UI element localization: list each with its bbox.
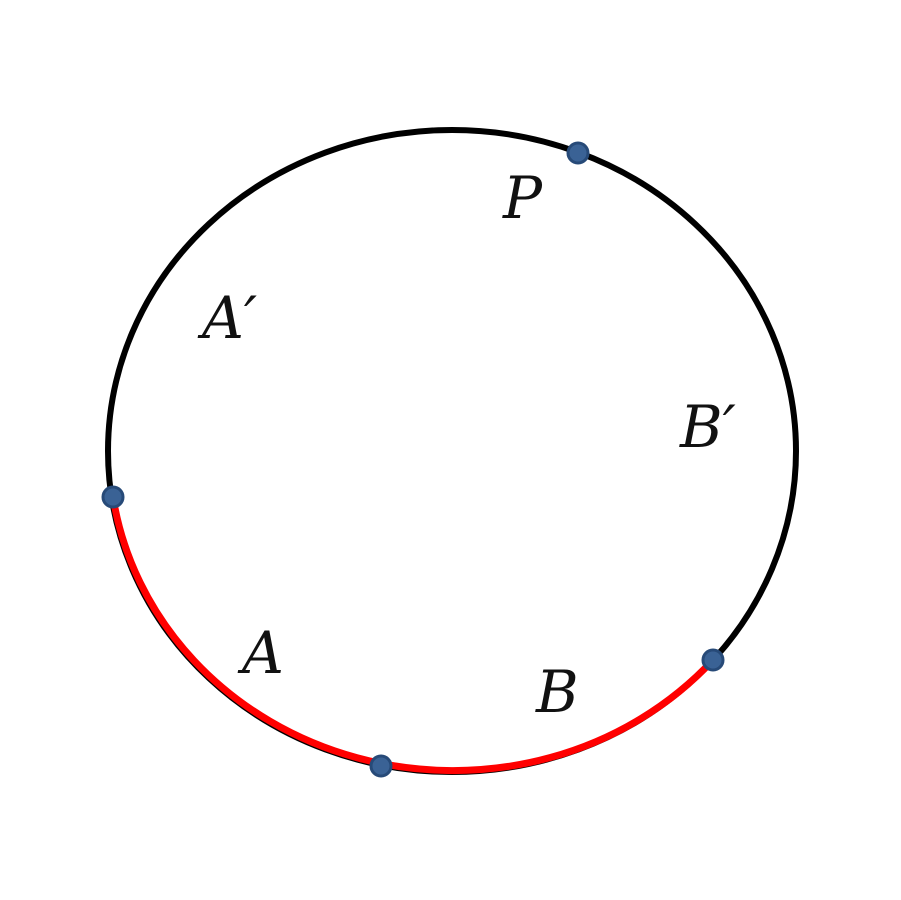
- label-p: P: [502, 164, 543, 232]
- point-bottom: [369, 754, 393, 778]
- point-top: [566, 141, 590, 165]
- point-left: [101, 485, 125, 509]
- highlighted-arc: [109, 493, 717, 775]
- point-right-lower: [701, 648, 725, 672]
- label-a: A: [237, 619, 284, 687]
- label-b-prime: B′: [679, 393, 736, 461]
- label-b: B: [535, 658, 579, 726]
- label-a-prime: A′: [197, 284, 257, 352]
